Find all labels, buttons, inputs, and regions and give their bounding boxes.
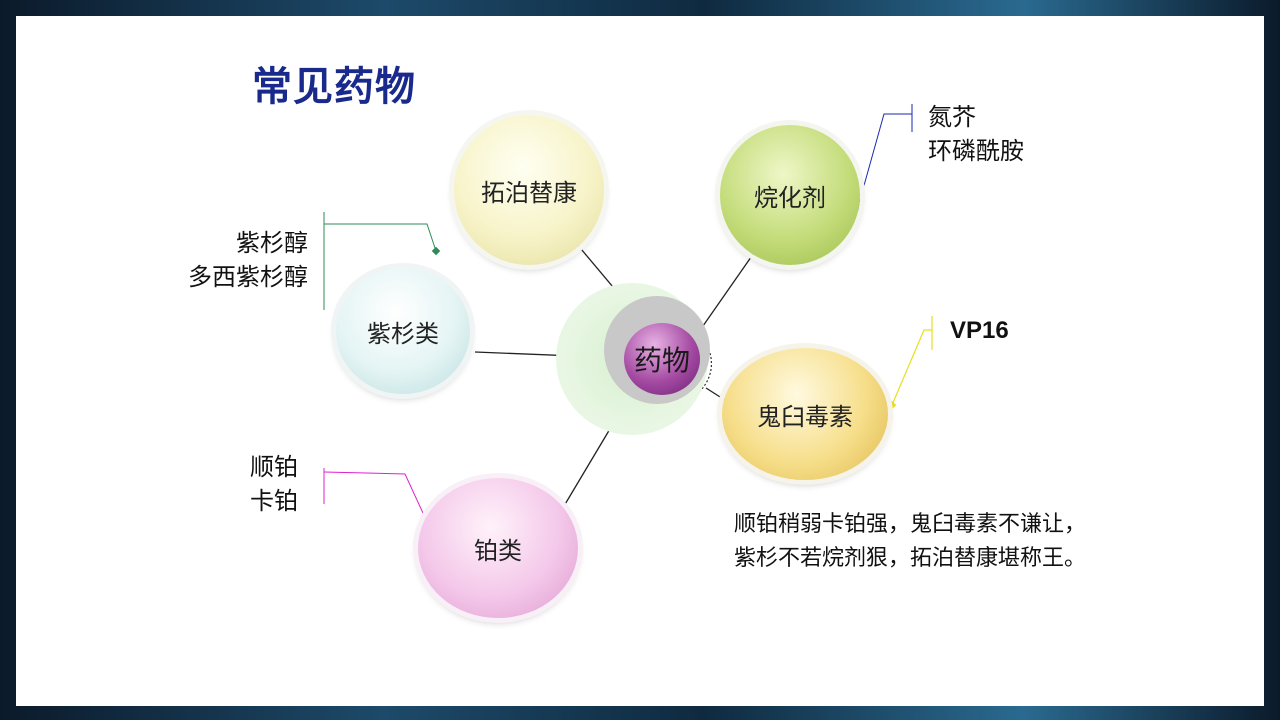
center-node: 药物 bbox=[624, 323, 700, 395]
drug-cyclophosphamide: 环磷酰胺 bbox=[928, 137, 1024, 165]
page-title: 常见药物 bbox=[252, 64, 416, 110]
spoke-wantua bbox=[695, 249, 757, 337]
node-taxanes-label: 紫杉类 bbox=[367, 319, 439, 348]
slide-canvas: 常见药物 药物 拓泊替康 烷化剂 bbox=[16, 16, 1264, 706]
callout-wantua bbox=[857, 113, 912, 208]
mnemonic-line-2: 紫杉不若烷剂狠，拓泊替康堪称王。 bbox=[734, 546, 1087, 571]
node-alkylating-agents: 烷化剂 bbox=[720, 125, 860, 265]
drug-paclitaxel: 紫杉醇 bbox=[236, 229, 308, 257]
node-podophyllotoxin: 鬼臼毒素 bbox=[722, 348, 888, 480]
node-alkylating-agents-label: 烷化剂 bbox=[754, 183, 826, 212]
callout-guijiu bbox=[891, 329, 932, 406]
node-podophyllotoxin-label: 鬼臼毒素 bbox=[757, 402, 853, 431]
node-taxanes: 紫杉类 bbox=[336, 268, 470, 394]
drug-list-alkylating: 氮芥 环磷酰胺 bbox=[928, 100, 1024, 168]
center-label: 药物 bbox=[633, 344, 690, 377]
drug-vp16: VP16 bbox=[950, 317, 1009, 344]
mnemonic-line-1: 顺铂稍弱卡铂强，鬼臼毒素不谦让， bbox=[734, 512, 1087, 537]
drug-list-platinum: 顺铂 卡铂 bbox=[216, 450, 298, 518]
node-platinum-label: 铂类 bbox=[474, 536, 522, 565]
node-topotecan: 拓泊替康 bbox=[454, 115, 604, 265]
node-platinum: 铂类 bbox=[418, 478, 578, 618]
mnemonic-text: 顺铂稍弱卡铂强，鬼臼毒素不谦让， 紫杉不若烷剂狠，拓泊替康堪称王。 bbox=[734, 508, 1086, 576]
drug-list-taxanes: 紫杉醇 多西紫杉醇 bbox=[156, 226, 308, 294]
drug-cisplatin: 顺铂 bbox=[250, 453, 298, 481]
drug-carboplatin: 卡铂 bbox=[250, 487, 298, 515]
drug-docetaxel: 多西紫杉醇 bbox=[188, 263, 308, 291]
drug-nitrogen-mustard: 氮芥 bbox=[928, 103, 976, 131]
callout-zishan bbox=[324, 223, 437, 252]
node-topotecan-label: 拓泊替康 bbox=[481, 178, 577, 207]
